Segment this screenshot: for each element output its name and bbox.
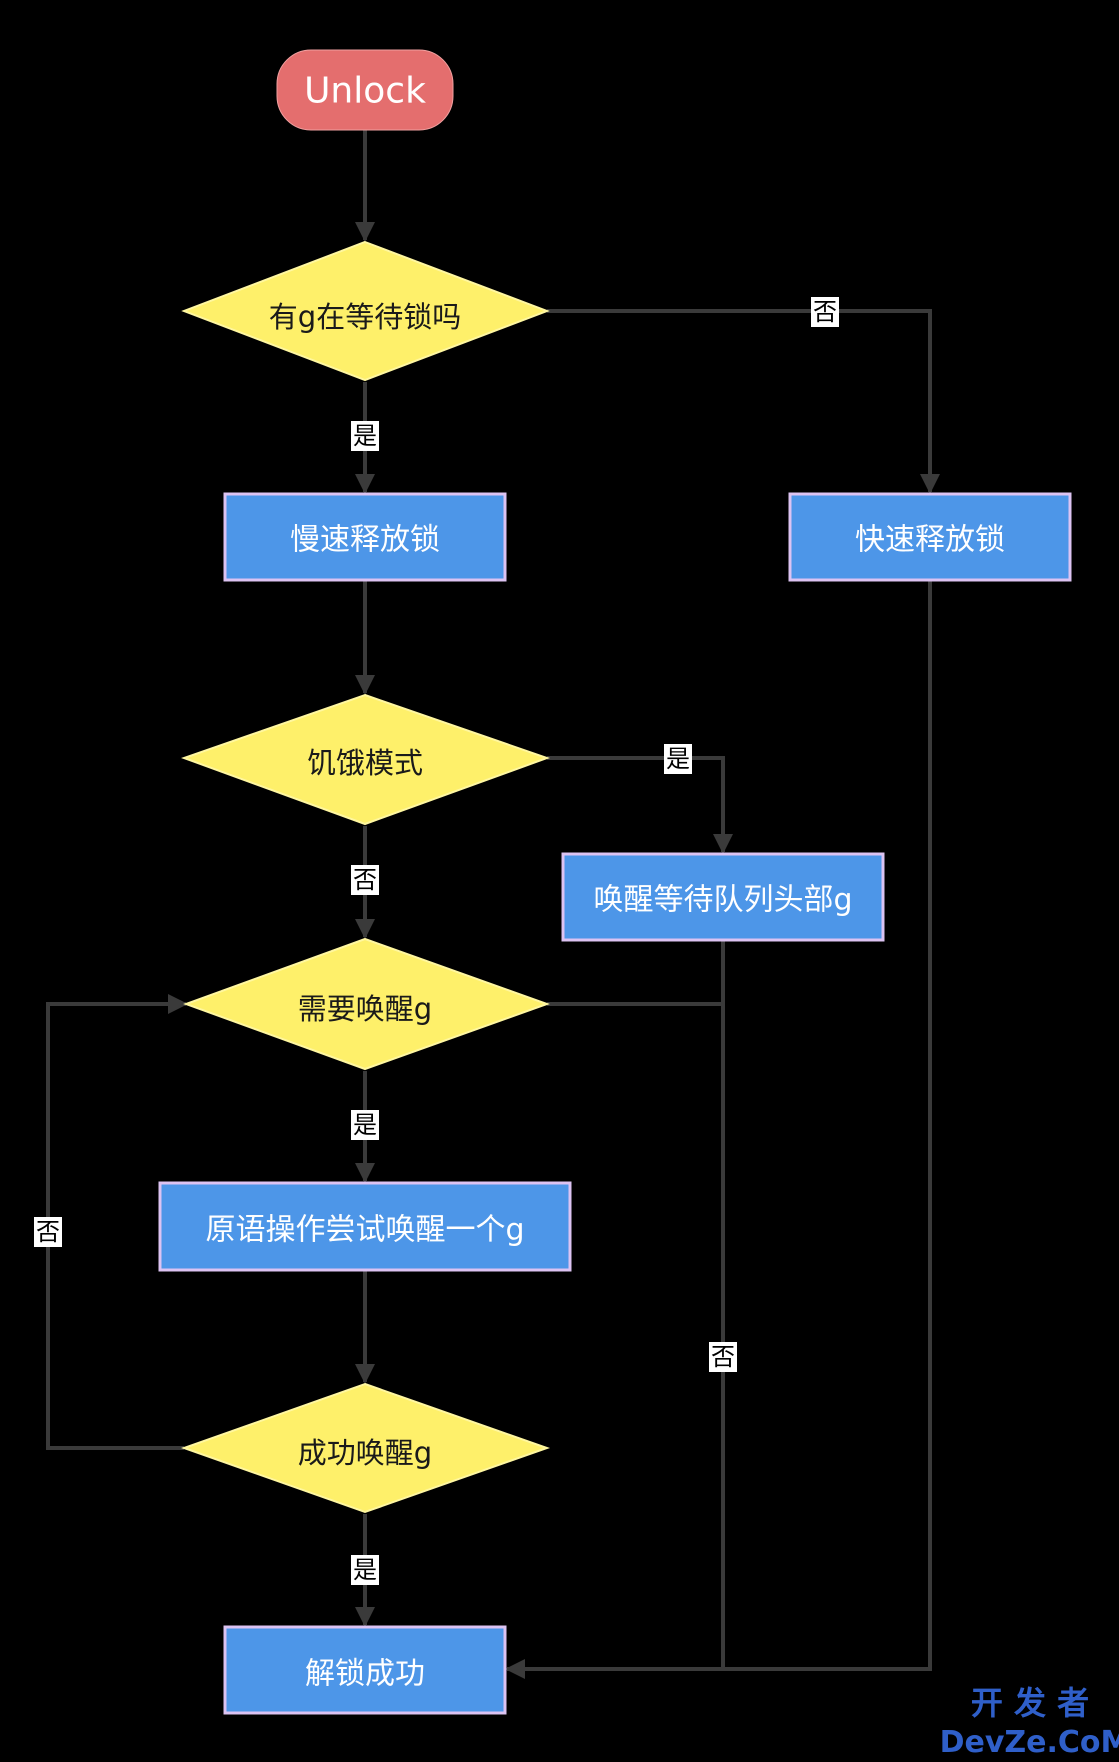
svg-text:原语操作尝试唤醒一个g: 原语操作尝试唤醒一个g [205,1213,524,1248]
svg-text:成功唤醒g: 成功唤醒g [298,1436,432,1470]
watermark-top: 开 发 者 [971,1684,1089,1722]
watermark: 开 发 者 DevZe.CoM [940,1684,1119,1760]
svg-text:是: 是 [353,422,377,450]
svg-text:否: 否 [711,1343,735,1371]
decision-starving: 饥饿模式 [181,693,550,826]
svg-text:Unlock: Unlock [304,71,426,112]
svg-text:唤醒等待队列头部g: 唤醒等待队列头部g [593,883,852,918]
svg-text:是: 是 [353,1111,377,1139]
svg-text:是: 是 [666,745,690,773]
node-start: Unlock [276,49,454,131]
edge-label-starving-no: 否 [351,865,379,895]
node-atomic-wake: 原语操作尝试唤醒一个g [158,1181,572,1272]
svg-text:是: 是 [353,1556,377,1584]
node-fast-release: 快速释放锁 [788,492,1072,582]
decision-waiting: 有g在等待锁吗 [181,240,550,382]
edge-label-starving-yes: 是 [664,744,692,774]
svg-text:需要唤醒g: 需要唤醒g [298,992,432,1026]
svg-text:否: 否 [36,1218,60,1246]
edge-label-waiting-no: 否 [811,297,839,327]
svg-text:解锁成功: 解锁成功 [305,1657,425,1692]
edge-label-wake-ok-no: 否 [34,1217,62,1247]
edge-label-need-wake-yes: 是 [351,1110,379,1140]
edge-waiting-no [547,309,940,494]
svg-text:否: 否 [353,866,377,894]
edge-labels: 是 否 是 否 是 否 是 否 [34,297,839,1585]
svg-text:否: 否 [813,298,837,326]
svg-text:饥饿模式: 饥饿模式 [307,746,423,780]
edge-fast-to-unlock-ok [505,580,932,1679]
edge-label-need-wake-no: 否 [709,1342,737,1372]
node-slow-release: 慢速释放锁 [223,492,507,582]
edge-need-wake-no [547,1002,725,1669]
edges [46,130,940,1679]
edge-label-wake-ok-yes: 是 [351,1555,379,1585]
decision-wake-ok: 成功唤醒g [181,1382,551,1514]
edge-starving-yes [547,756,733,854]
svg-text:有g在等待锁吗: 有g在等待锁吗 [269,300,461,334]
decision-need-wake: 需要唤醒g [183,937,550,1071]
svg-text:快速释放锁: 快速释放锁 [855,523,1005,558]
node-wake-head: 唤醒等待队列头部g [561,852,885,942]
watermark-bottom: DevZe.CoM [940,1725,1119,1760]
node-unlock-ok: 解锁成功 [223,1625,507,1715]
svg-text:慢速释放锁: 慢速释放锁 [290,523,440,558]
edge-label-waiting-yes: 是 [351,421,379,451]
